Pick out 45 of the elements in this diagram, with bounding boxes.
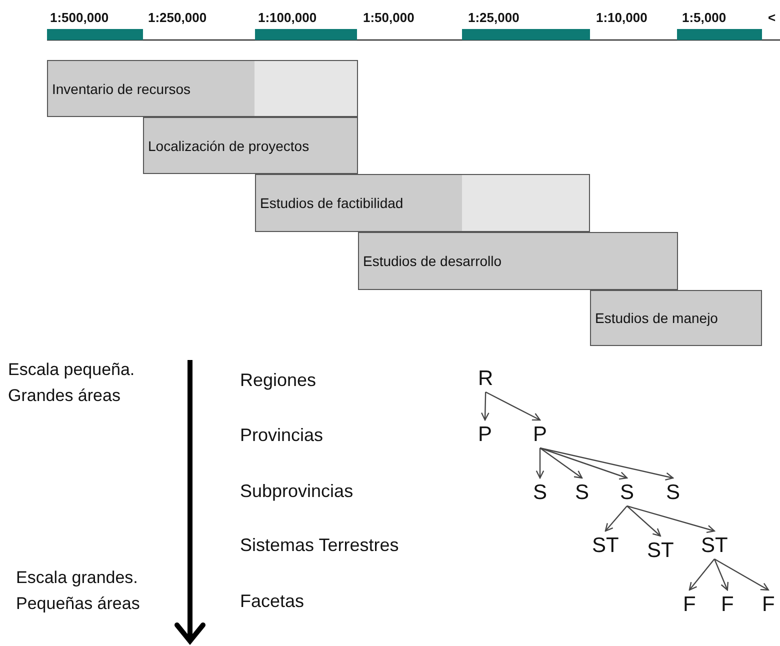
task-bar: Estudios de desarrollo (358, 232, 678, 290)
level-label: Sistemas Terrestres (240, 535, 399, 556)
hierarchy-letter: F (762, 594, 775, 615)
level-label: Provincias (240, 425, 324, 446)
level-label: Regiones (240, 370, 316, 391)
scale-label: < (768, 10, 776, 25)
hierarchy-letter: R (478, 368, 494, 389)
hierarchy-letter: F (721, 594, 734, 615)
scale-label: 1:250,000 (148, 10, 207, 25)
arrow (540, 448, 583, 479)
hierarchy-letter: ST (647, 540, 674, 561)
hierarchy-letter: ST (701, 535, 728, 556)
hierarchy-letter: P (478, 424, 492, 445)
hierarchy-letter: S (620, 482, 634, 503)
side-note: Escala grandes. Pequeñas áreas (16, 567, 141, 615)
scale-label: 1:25,000 (468, 10, 520, 25)
arrow (626, 506, 661, 537)
scale-label: 1:50,000 (363, 10, 414, 25)
task-bar: Localización de proyectos (143, 117, 358, 174)
hierarchy-letter: P (533, 424, 548, 445)
hierarchy-letter: S (575, 482, 590, 503)
arrow (540, 447, 674, 481)
arrow (485, 391, 541, 421)
arrow (536, 448, 544, 479)
arrow (688, 558, 715, 591)
arrow (626, 505, 715, 534)
side-note: Escala pequeña. Grandes áreas (8, 359, 136, 407)
arrow (714, 558, 769, 591)
scale-label: 1:100,000 (258, 10, 317, 25)
task-bar: Estudios de manejo (590, 290, 762, 346)
task-bar: Estudios de factibilidad (255, 174, 590, 232)
hierarchy-letter: S (533, 482, 548, 503)
hierarchy-letter: F (683, 594, 696, 615)
arrow (714, 558, 729, 591)
level-label: Subprovincias (240, 481, 354, 502)
level-label: Facetas (240, 591, 304, 612)
arrow (604, 506, 628, 532)
hierarchy-letter: ST (592, 535, 619, 556)
arrow (540, 447, 628, 480)
scale-label: 1:5,000 (682, 10, 726, 25)
hierarchy-letter: S (666, 482, 680, 503)
task-bar: Inventario de recursos (47, 60, 358, 117)
arrow (480, 392, 490, 421)
scale-label: 1:500,000 (50, 10, 109, 25)
scale-label: 1:10,000 (596, 10, 648, 25)
